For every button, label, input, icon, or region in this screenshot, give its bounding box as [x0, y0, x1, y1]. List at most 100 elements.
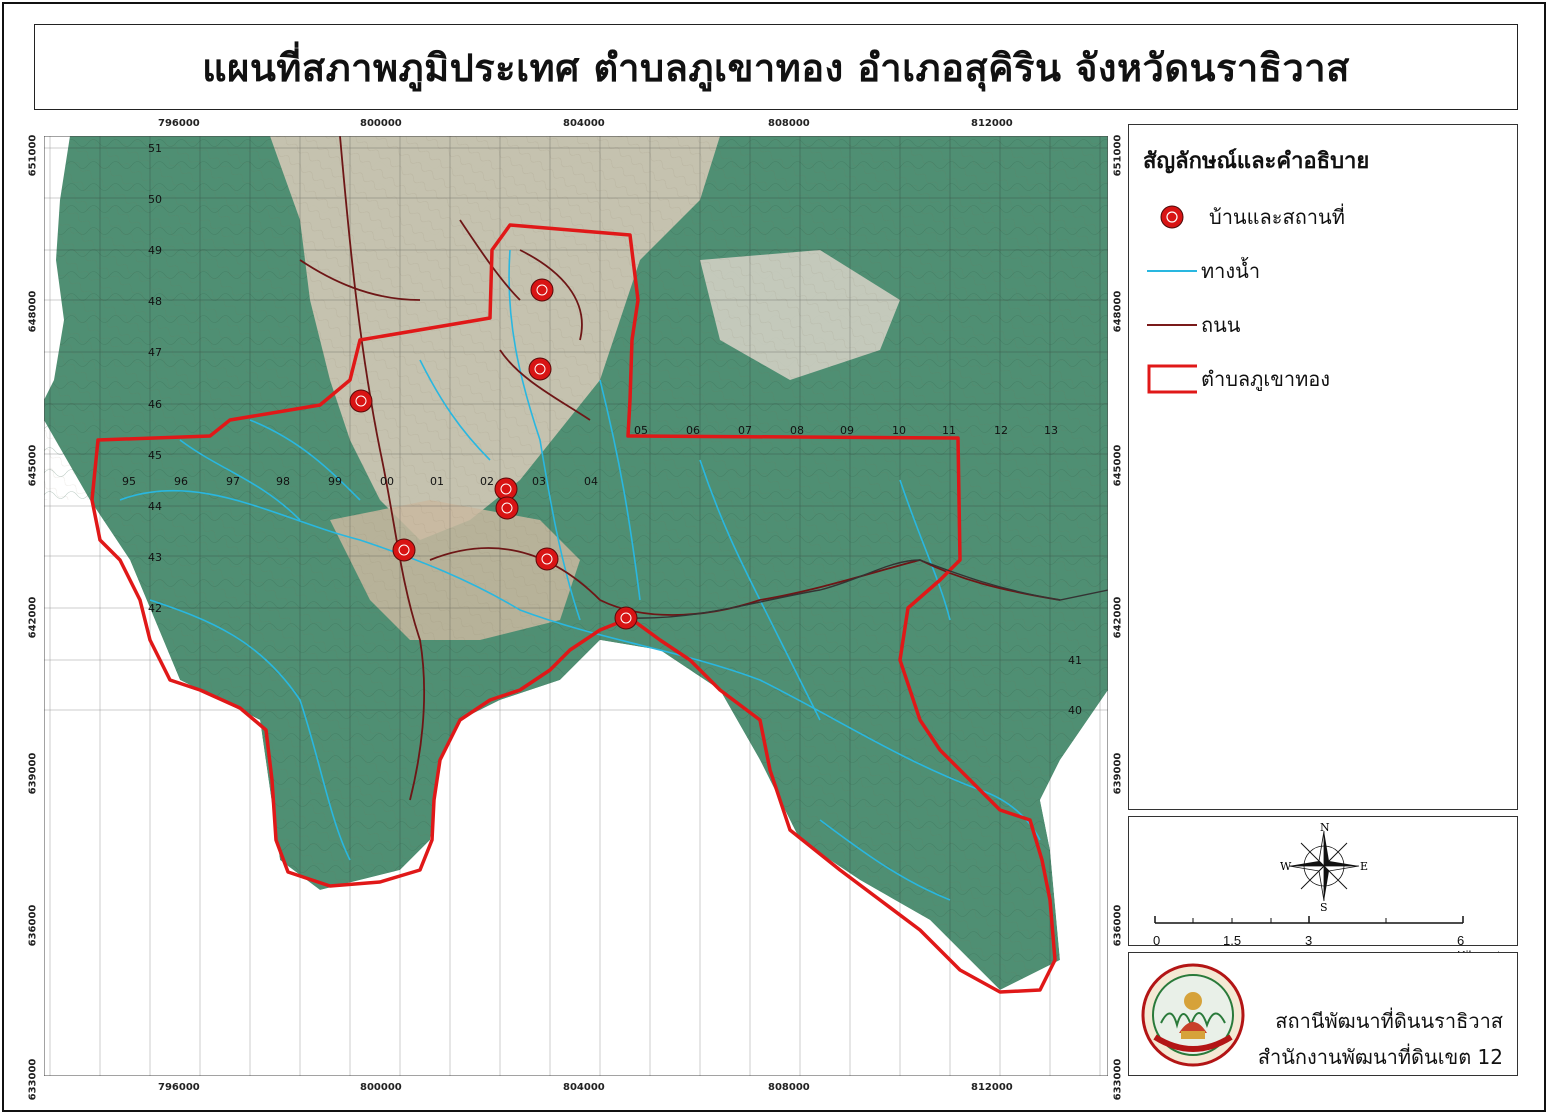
village-point — [392, 538, 416, 562]
top-easting-label: 808000 — [768, 118, 810, 129]
compass-s: S — [1320, 901, 1328, 911]
right-northing-label: 642000 — [1112, 596, 1124, 639]
grid-number: 50 — [148, 193, 162, 206]
map-title: แผนที่สภาพภูมิประเทศ ตำบลภูเขาทอง อำเภอส… — [202, 45, 1350, 90]
scale-label: 0 — [1153, 933, 1161, 948]
grid-number: 01 — [430, 475, 444, 488]
legend-label: ตำบลภูเขาทอง — [1201, 367, 1331, 391]
grid-number: 96 — [174, 475, 188, 488]
grid-lines — [44, 136, 1108, 1076]
bottom-easting-label: 804000 — [563, 1082, 605, 1093]
village-point — [495, 496, 519, 520]
legend-label: บ้านและสถานที่ — [1209, 205, 1345, 229]
right-northing-label: 645000 — [1112, 444, 1124, 487]
legend-item-boundary: ตำบลภูเขาทอง — [1147, 363, 1330, 395]
scale-bar — [1154, 916, 1464, 924]
grid-number: 99 — [328, 475, 342, 488]
compass-rose-icon: N S W E — [1280, 821, 1368, 911]
legend-item-road: ถนน — [1147, 309, 1240, 341]
top-easting-label: 804000 — [563, 118, 605, 129]
grid-number: 02 — [480, 475, 494, 488]
grid-number: 45 — [148, 449, 162, 462]
credit-line-1: สถานีพัฒนาที่ดินนราธิวาส — [1275, 1009, 1503, 1033]
legend-item-waterway: ทางน้ำ — [1147, 255, 1260, 287]
village-point — [535, 547, 559, 571]
right-northing-label: 651000 — [1112, 134, 1124, 177]
village-point — [349, 389, 373, 413]
left-northing-label: 633000 — [27, 1058, 39, 1101]
villages — [349, 278, 638, 630]
left-northing-label: 642000 — [27, 596, 39, 639]
grid-number: 47 — [148, 346, 162, 359]
village-point — [614, 606, 638, 630]
bottom-easting-label: 808000 — [768, 1082, 810, 1093]
subdistrict-boundary — [90, 223, 1057, 994]
grid-number: 12 — [994, 424, 1008, 437]
scale-label: 3 — [1305, 933, 1313, 948]
legend-title: สัญลักษณ์และคำอธิบาย — [1143, 149, 1370, 174]
waterway-line-icon — [1147, 256, 1197, 286]
legend-label: ถนน — [1201, 313, 1241, 337]
grid-number: 08 — [790, 424, 804, 437]
grid-number: 46 — [148, 398, 162, 411]
village-point — [530, 278, 554, 302]
grid-number: 49 — [148, 244, 162, 257]
legend-panel: สัญลักษณ์และคำอธิบาย บ้านและสถานที่ ทางน… — [1128, 124, 1518, 810]
grid-number: 11 — [942, 424, 956, 437]
credit-line-2: สำนักงานพัฒนาที่ดินเขต 12 — [1257, 1045, 1503, 1069]
grid-number: 04 — [584, 475, 598, 488]
road-line-icon — [1147, 310, 1197, 340]
legend-item-village: บ้านและสถานที่ — [1147, 201, 1345, 233]
bottom-easting-label: 812000 — [971, 1082, 1013, 1093]
grid-number: 09 — [840, 424, 854, 437]
grid-number: 00 — [380, 475, 394, 488]
grid-numbers: 51 50 49 48 47 46 45 44 43 42 41 40 95 9… — [122, 142, 1082, 717]
right-northing-label: 636000 — [1112, 904, 1124, 947]
boundary-box-icon — [1147, 364, 1197, 394]
grid-number: 05 — [634, 424, 648, 437]
grid-number: 95 — [122, 475, 136, 488]
grid-number: 40 — [1068, 704, 1082, 717]
right-northing-label: 639000 — [1112, 752, 1124, 795]
grid-number: 06 — [686, 424, 700, 437]
grid-number: 97 — [226, 475, 240, 488]
top-easting-label: 812000 — [971, 118, 1013, 129]
village-point-icon — [1147, 202, 1197, 232]
waterways — [119, 249, 1041, 901]
grid-number: 43 — [148, 551, 162, 564]
left-northing-label: 645000 — [27, 444, 39, 487]
bottom-easting-label: 796000 — [158, 1082, 200, 1093]
map-title-box: แผนที่สภาพภูมิประเทศ ตำบลภูเขาทอง อำเภอส… — [34, 24, 1518, 110]
left-northing-label: 636000 — [27, 904, 39, 947]
grid-number: 42 — [148, 602, 162, 615]
compass-e: E — [1360, 860, 1368, 873]
top-easting-label: 800000 — [360, 118, 402, 129]
village-point — [528, 357, 552, 381]
roads — [299, 136, 1061, 801]
compass-n: N — [1320, 821, 1330, 834]
legend-label: ทางน้ำ — [1201, 259, 1261, 283]
grid-number: 41 — [1068, 654, 1082, 667]
left-northing-label: 639000 — [27, 752, 39, 795]
compass-scale-panel: N S W E 0 1.5 3 6 Kilometers — [1128, 816, 1518, 963]
left-northing-label: 648000 — [27, 290, 39, 333]
grid-number: 07 — [738, 424, 752, 437]
scale-label: 1.5 — [1223, 933, 1242, 948]
right-northing-label: 633000 — [1112, 1058, 1124, 1101]
left-northing-label: 651000 — [27, 134, 39, 177]
bottom-easting-label: 800000 — [360, 1082, 402, 1093]
grid-number: 13 — [1044, 424, 1058, 437]
grid-number: 44 — [148, 500, 162, 513]
grid-number: 10 — [892, 424, 906, 437]
top-easting-label: 796000 — [158, 118, 200, 129]
grid-number: 03 — [532, 475, 546, 488]
grid-number: 98 — [276, 475, 290, 488]
compass-w: W — [1280, 860, 1292, 873]
grid-number: 48 — [148, 295, 162, 308]
credit-panel: สถานีพัฒนาที่ดินนราธิวาส สำนักงานพัฒนาที… — [1128, 952, 1518, 1076]
right-northing-label: 648000 — [1112, 290, 1124, 333]
topographic-map: 51 50 49 48 47 46 45 44 43 42 41 40 95 9… — [44, 136, 1108, 1076]
agency-seal-logo — [1141, 963, 1245, 1067]
grid-number: 51 — [148, 142, 162, 155]
